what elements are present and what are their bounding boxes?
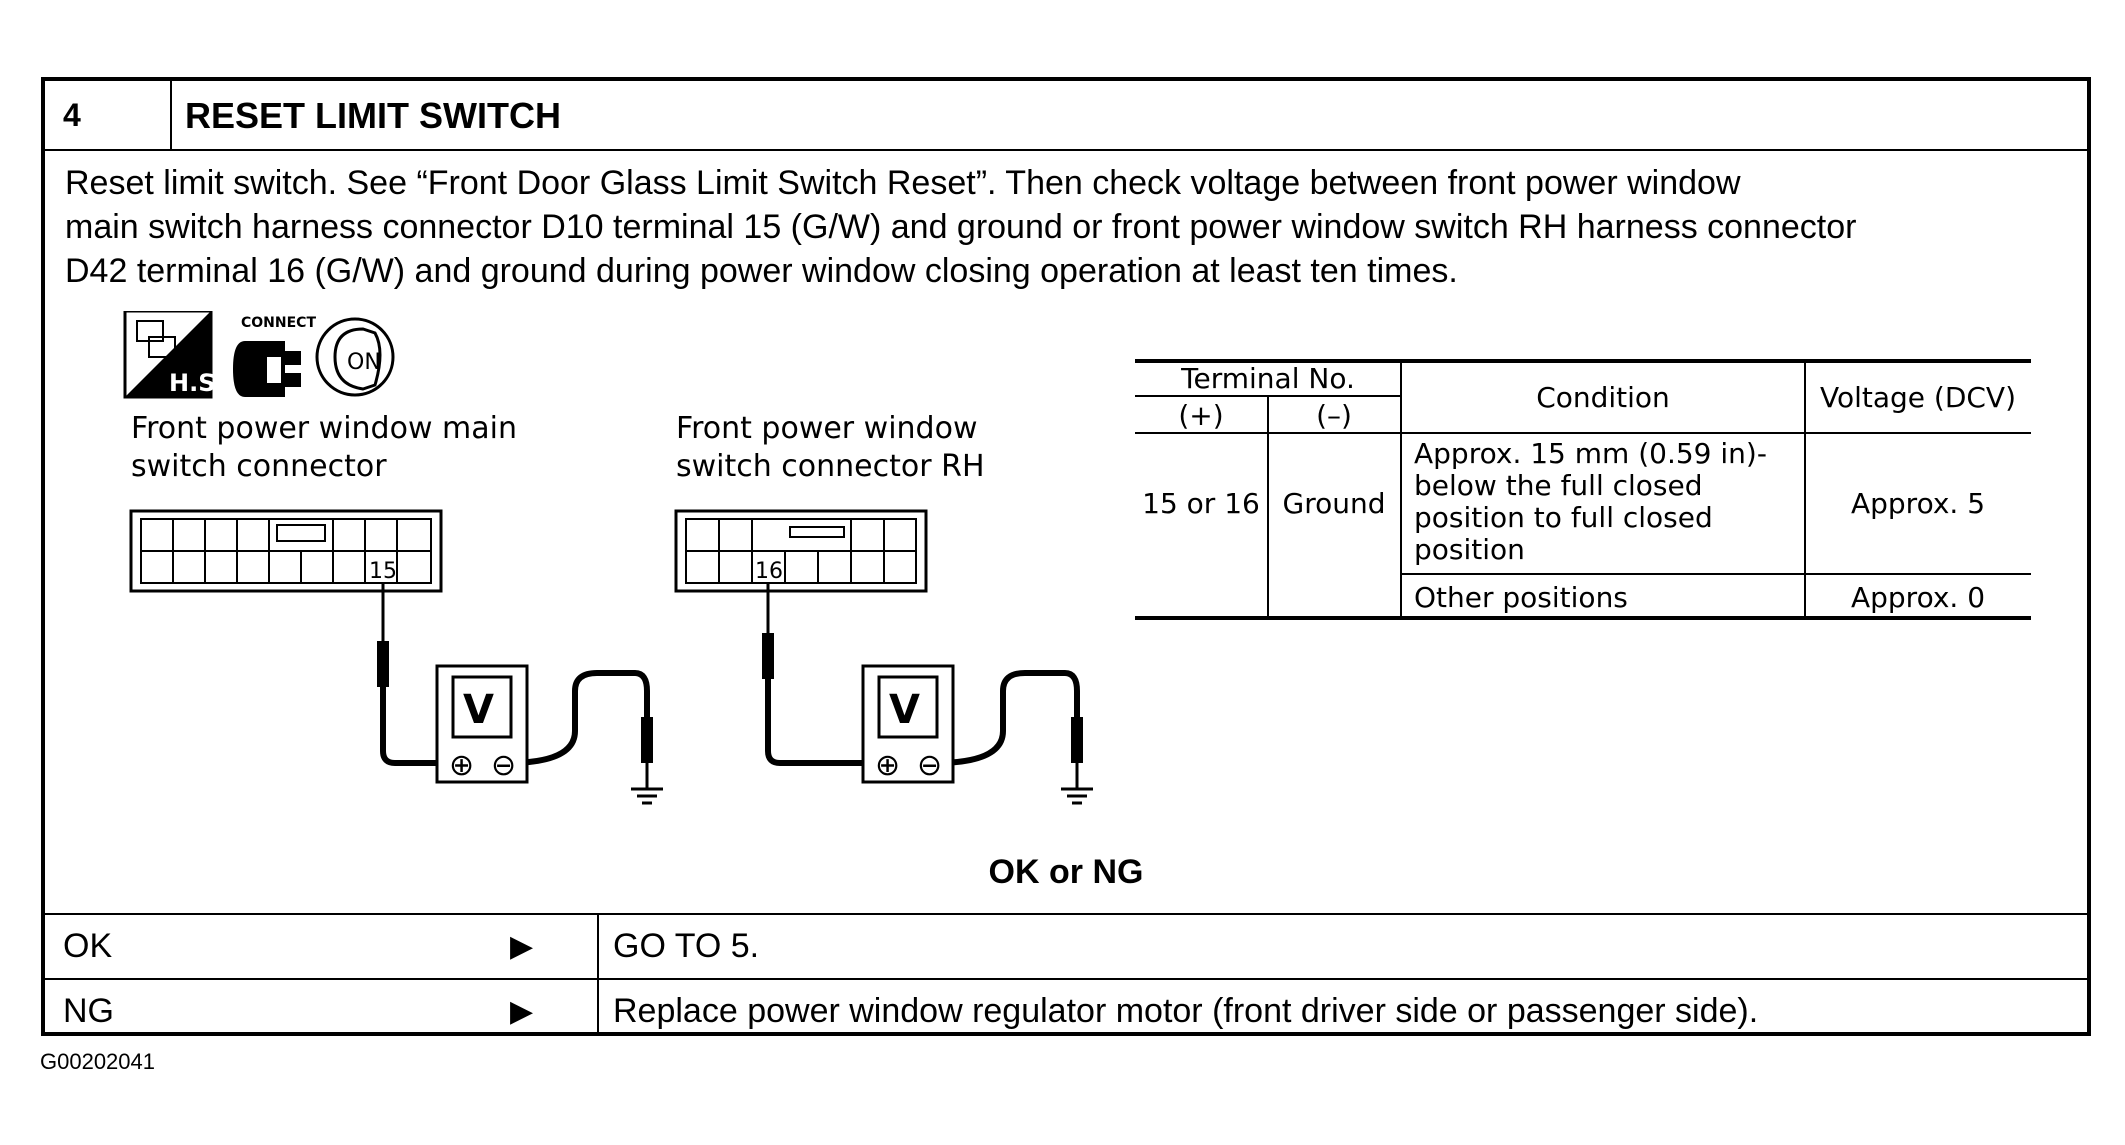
plus-terminal-icon: ⊕ bbox=[449, 748, 474, 783]
col-plus-header: (+) bbox=[1178, 399, 1223, 432]
voltmeter-main: V ⊕ ⊖ bbox=[435, 664, 529, 784]
connector-main-label: switch connector bbox=[131, 449, 387, 484]
col-voltage-header: Voltage (DCV) bbox=[1820, 381, 2016, 414]
figure-id: G00202041 bbox=[40, 1049, 155, 1074]
connector-rh-label: Front power window bbox=[676, 411, 978, 446]
condition-cell-line: below the full closed bbox=[1414, 469, 1703, 502]
step-header: 4 RESET LIMIT SWITCH bbox=[45, 81, 2087, 151]
step-number: 4 bbox=[63, 97, 81, 133]
main-switch-connector: 15 bbox=[129, 509, 443, 593]
terminal-15-label: 15 bbox=[369, 559, 397, 584]
header-divider bbox=[170, 81, 172, 149]
ignition-label: ON bbox=[347, 350, 381, 375]
connector-main-label: Front power window main bbox=[131, 411, 517, 446]
terminal-plus-cell: 15 or 16 bbox=[1142, 487, 1260, 520]
condition-cell-line: Other positions bbox=[1414, 581, 1628, 614]
plus-terminal-icon: ⊕ bbox=[875, 748, 900, 783]
rh-switch-connector: 16 bbox=[674, 509, 928, 593]
col-terminal-header: Terminal No. bbox=[1180, 362, 1355, 395]
terminal-16-label: 16 bbox=[755, 559, 783, 584]
description-line: Reset limit switch. See “Front Door Glas… bbox=[65, 164, 1741, 202]
ok-or-ng-prompt: OK or NG bbox=[988, 853, 1144, 891]
voltmeter-label: V bbox=[889, 687, 920, 733]
result-action: GO TO 5. bbox=[613, 927, 760, 965]
terminal-minus-cell: Ground bbox=[1283, 487, 1386, 520]
result-action: Replace power window regulator motor (fr… bbox=[613, 992, 1759, 1030]
minus-terminal-icon: ⊖ bbox=[491, 748, 516, 783]
result-row-ng: NG ▶ Replace power window regulator moto… bbox=[45, 978, 2087, 1036]
condition-cell-line: position bbox=[1414, 533, 1525, 566]
ignition-on-icon: ON bbox=[315, 317, 395, 397]
result-label: OK bbox=[63, 927, 113, 965]
condition-cell-line: Approx. 15 mm (0.59 in)- bbox=[1414, 437, 1767, 470]
test-diagram: H.S. CONNECT ON Front power window main … bbox=[123, 311, 2031, 805]
spec-table: Terminal No. (+) (–) Condition Voltage (… bbox=[1135, 359, 2031, 620]
col-minus-header: (–) bbox=[1316, 399, 1352, 432]
voltmeter-rh: V ⊕ ⊖ bbox=[861, 664, 955, 784]
connector-rh-label: switch connector RH bbox=[676, 449, 985, 484]
hs-label: H.S. bbox=[169, 369, 225, 397]
voltage-cell: Approx. 0 bbox=[1851, 581, 1985, 614]
description-line: D42 terminal 16 (G/W) and ground during … bbox=[65, 252, 1458, 290]
condition-cell-line: position to full closed bbox=[1414, 501, 1713, 534]
step-title: RESET LIMIT SWITCH bbox=[185, 95, 561, 136]
result-divider bbox=[597, 915, 599, 978]
harness-side-icon: H.S. bbox=[123, 311, 225, 399]
arrow-right-icon: ▶ bbox=[510, 995, 534, 1028]
step-description: Reset limit switch. See “Front Door Glas… bbox=[65, 161, 2065, 293]
voltage-cell: Approx. 5 bbox=[1851, 487, 1985, 520]
main-probe-wiring bbox=[377, 583, 663, 805]
result-row-ok: OK ▶ GO TO 5. bbox=[45, 913, 2087, 978]
description-line: main switch harness connector D10 termin… bbox=[65, 208, 1857, 246]
minus-terminal-icon: ⊖ bbox=[917, 748, 942, 783]
connect-label: CONNECT bbox=[241, 315, 316, 331]
arrow-right-icon: ▶ bbox=[510, 930, 534, 963]
procedure-frame: 4 RESET LIMIT SWITCH Reset limit switch.… bbox=[41, 77, 2091, 1036]
connect-icon: CONNECT bbox=[233, 315, 316, 397]
result-divider bbox=[597, 980, 599, 1036]
voltmeter-label: V bbox=[463, 687, 494, 733]
result-label: NG bbox=[63, 992, 114, 1030]
rh-probe-wiring bbox=[762, 583, 1093, 805]
col-condition-header: Condition bbox=[1536, 381, 1670, 414]
